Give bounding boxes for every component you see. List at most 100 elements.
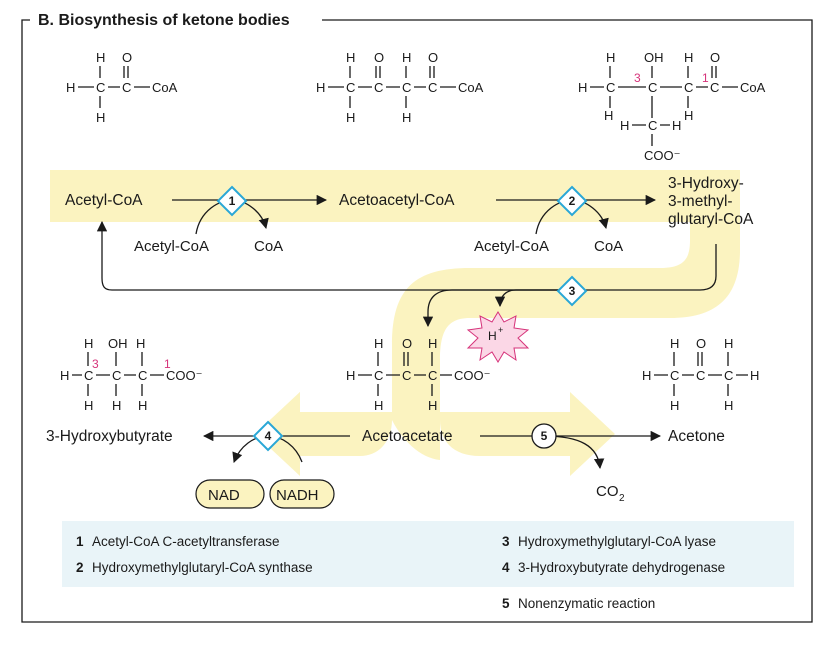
compound-acetone: Acetone [668, 428, 725, 445]
legend-number: 1 [76, 534, 84, 549]
atom: H [606, 50, 615, 65]
structure-acetoacetyl-coa: H O H O H C C C C CoA H H [316, 50, 484, 125]
atom: H [670, 398, 679, 413]
atom: H [316, 80, 325, 95]
cofactor-nadh: NADH [269, 479, 335, 509]
atom: C [684, 80, 693, 95]
compound-acetoacetate: Acetoacetate [362, 428, 452, 445]
legend-number: 3 [502, 534, 510, 549]
atom: C [84, 368, 93, 383]
enzyme-marker-label: 1 [229, 194, 236, 208]
atom: H [724, 336, 733, 351]
atom: CoA [458, 80, 484, 95]
legend-text: Acetyl-CoA C-acetyltransferase [92, 534, 280, 549]
enzyme-marker-shape [556, 275, 588, 307]
atom: OH [108, 336, 128, 351]
legend-text: Hydroxymethylglutaryl-CoA lyase [518, 534, 716, 549]
cofactor-nad: NAD [195, 479, 265, 509]
enzyme-marker-shape [531, 423, 557, 449]
atom: H [750, 368, 759, 383]
atom: H [136, 336, 145, 351]
cofactor-nad-label: NAD [208, 487, 240, 504]
atom: H [428, 336, 437, 351]
enzyme-marker-shape [252, 420, 284, 452]
structure-acetoacetate: H O H H C C C COO⁻ H H [346, 336, 490, 413]
enzyme-marker-3: 3 [556, 275, 588, 307]
legend-number: 5 [502, 596, 510, 611]
atom: O [696, 336, 706, 351]
atom: C [606, 80, 615, 95]
figure-title: B. Biosynthesis of ketone bodies [38, 12, 290, 29]
atom: C [670, 368, 679, 383]
co2-label: CO [596, 483, 619, 500]
atom: H [84, 398, 93, 413]
carbon-number: 3 [634, 71, 641, 85]
structure-hydroxybutyrate: H OH H 3 1 H C C C COO⁻ H H H [60, 336, 202, 413]
figure-frame [21, 19, 813, 623]
legend-item-4: 4 3-Hydroxybutyrate dehydrogenase [502, 560, 725, 575]
atom: H [66, 80, 75, 95]
atom: COO⁻ [454, 368, 490, 383]
enzyme-marker-label: 4 [265, 429, 272, 443]
coproduct-coa-1: CoA [254, 238, 283, 255]
enzyme-marker-shape [216, 185, 248, 217]
atom: C [374, 80, 383, 95]
atom: H [346, 110, 355, 125]
atom: H [138, 398, 147, 413]
atom: C [648, 118, 657, 133]
atom: COO⁻ [644, 148, 680, 163]
atom: C [346, 80, 355, 95]
legend-number: 2 [76, 560, 84, 575]
atom: H [670, 336, 679, 351]
atom: C [696, 368, 705, 383]
atom: OH [644, 50, 664, 65]
product-co2: CO 2 [596, 483, 625, 504]
atom: H [684, 108, 693, 123]
lyase-arrows [96, 220, 717, 328]
coproduct-coa-2: CoA [594, 238, 623, 255]
atom: H [402, 110, 411, 125]
legend-number: 4 [502, 560, 510, 575]
structure-hmg-coa: H OH H O 3 1 H C C C C CoA H H H C H COO… [578, 50, 766, 163]
atom: O [374, 50, 384, 65]
compound-hydroxybutyrate: 3-Hydroxybutyrate [46, 428, 173, 445]
atom: C [648, 80, 657, 95]
atom: C [724, 368, 733, 383]
atom: H [724, 398, 733, 413]
atom: C [374, 368, 383, 383]
atom: H [578, 80, 587, 95]
pathway-highlight [50, 170, 740, 476]
lower-arrow-band [255, 392, 615, 476]
atom: O [710, 50, 720, 65]
atom: C [112, 368, 121, 383]
atom: O [122, 50, 132, 65]
atom: H [672, 118, 681, 133]
atom: CoA [740, 80, 766, 95]
atom: C [96, 80, 105, 95]
atom: H [684, 50, 693, 65]
legend-item-2: 2 Hydroxymethylglutaryl-CoA synthase [76, 560, 313, 575]
compound-hmg-coa-line2: 3-methyl- [668, 193, 733, 210]
legend-text: 3-Hydroxybutyrate dehydrogenase [518, 560, 725, 575]
atom: C [402, 80, 411, 95]
atom: H [96, 110, 105, 125]
atom: H [346, 50, 355, 65]
legend-item-3: 3 Hydroxymethylglutaryl-CoA lyase [502, 534, 716, 549]
atom: O [402, 336, 412, 351]
legend-box [62, 521, 794, 587]
proton-charge: + [498, 325, 503, 335]
s-curve-band [392, 222, 740, 418]
atom: C [402, 368, 411, 383]
atom: H [374, 336, 383, 351]
enzyme-marker-label: 2 [569, 194, 576, 208]
compound-acetoacetyl-coa: Acetoacetyl-CoA [339, 192, 455, 209]
atom: O [428, 50, 438, 65]
atom: COO⁻ [166, 368, 202, 383]
cosubstrate-acetyl-coa-1: Acetyl-CoA [134, 238, 209, 255]
enzyme-marker-4: 4 [252, 420, 284, 452]
legend-text: Nonenzymatic reaction [518, 596, 655, 611]
proton-symbol: H [488, 329, 497, 343]
atom: H [428, 398, 437, 413]
compound-hmg-coa-line1: 3-Hydroxy- [668, 175, 744, 192]
